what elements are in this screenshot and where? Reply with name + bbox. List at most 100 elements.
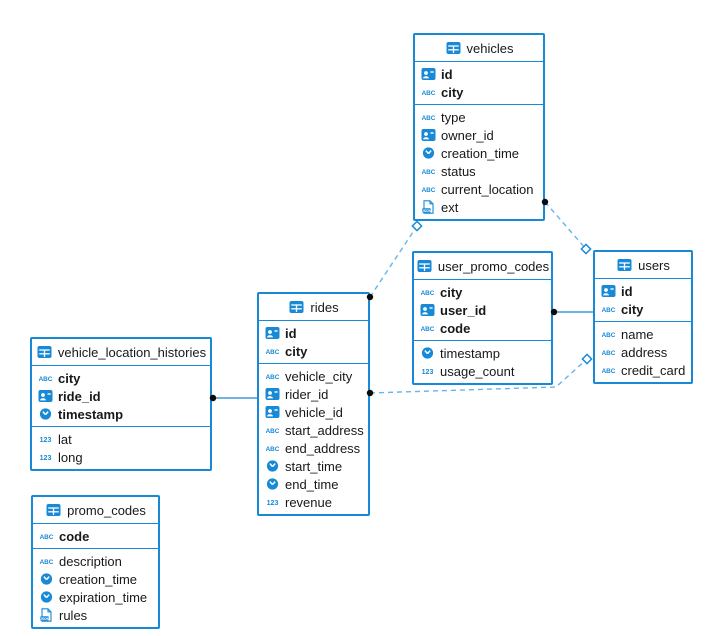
id-badge-icon [420,67,437,81]
column-label: long [58,449,83,465]
id-badge-icon [420,128,437,142]
table-name: rides [310,299,339,315]
abc-icon: ABC [264,441,281,455]
column-label: ride_id [58,388,101,404]
column-label: id [621,283,633,299]
column-label: city [58,370,81,386]
column-vehicles-owner_id[interactable]: owner_id [415,126,543,144]
table-header-vehicle_location_histories[interactable]: vehicle_location_histories [32,339,210,366]
column-user_promo_codes-city[interactable]: ABC city [414,283,551,301]
column-rides-city[interactable]: ABC city [259,342,368,360]
column-label: city [440,284,463,300]
column-promo_codes-expiration_time[interactable]: expiration_time [33,588,158,606]
id-badge-icon [264,405,281,419]
clock-icon [37,407,54,421]
column-label: status [441,163,476,179]
column-rides-vehicle_id[interactable]: vehicle_id [259,403,368,421]
table-name: vehicles [466,40,514,56]
table-name: vehicle_location_histories [57,344,207,360]
column-label: end_address [285,440,361,456]
column-rides-start_time[interactable]: start_time [259,457,368,475]
column-label: owner_id [441,127,494,143]
column-label: usage_count [440,363,515,379]
clock-icon [38,590,55,604]
column-vehicles-id[interactable]: id [415,65,543,83]
column-user_promo_codes-user_id[interactable]: user_id [414,301,551,319]
abc-icon: ABC [264,344,281,358]
table-header-users[interactable]: users [595,252,691,279]
column-label: creation_time [59,571,138,587]
column-vehicle_location_histories-lat[interactable]: 123 lat [32,430,210,448]
column-rides-id[interactable]: id [259,324,368,342]
column-rides-end_address[interactable]: ABC end_address [259,439,368,457]
table-grid-icon [45,503,62,517]
table-vehicle_location_histories[interactable]: vehicle_location_histories ABC city ride_… [30,337,212,471]
column-promo_codes-creation_time[interactable]: creation_time [33,570,158,588]
column-label: start_address [285,422,364,438]
table-header-user_promo_codes[interactable]: user_promo_codes [414,253,551,280]
abc-icon: ABC [264,369,281,383]
svg-text:ABC: ABC [422,90,436,97]
svg-text:ABC: ABC [39,376,53,383]
svg-text:JSON: JSON [422,209,432,213]
abc-icon: ABC [419,285,436,299]
svg-text:ABC: ABC [422,169,436,176]
relation-rides-vehicles[interactable] [369,225,418,298]
svg-text:ABC: ABC [266,446,280,453]
abc-icon: ABC [420,164,437,178]
column-label: city [285,343,308,359]
svg-text:ABC: ABC [602,332,616,339]
column-label: lat [58,431,72,447]
column-label: current_location [441,181,534,197]
svg-text:ABC: ABC [40,534,54,541]
table-header-promo_codes[interactable]: promo_codes [33,497,158,524]
column-vehicle_location_histories-city[interactable]: ABC city [32,369,210,387]
column-user_promo_codes-usage_count[interactable]: 123 usage_count [414,362,551,380]
abc-icon: ABC [38,529,55,543]
column-user_promo_codes-timestamp[interactable]: timestamp [414,344,551,362]
abc-icon: ABC [420,110,437,124]
clock-icon [38,572,55,586]
column-vehicles-creation_time[interactable]: creation_time [415,144,543,162]
table-header-rides[interactable]: rides [259,294,368,321]
column-rides-start_address[interactable]: ABC start_address [259,421,368,439]
column-vehicles-status[interactable]: ABC status [415,162,543,180]
column-rides-end_time[interactable]: end_time [259,475,368,493]
column-rides-rider_id[interactable]: rider_id [259,385,368,403]
column-users-id[interactable]: id [595,282,691,300]
column-vehicle_location_histories-ride_id[interactable]: ride_id [32,387,210,405]
svg-text:ABC: ABC [602,350,616,357]
table-header-vehicles[interactable]: vehicles [415,35,543,62]
123-icon: 123 [419,364,436,378]
column-vehicle_location_histories-timestamp[interactable]: timestamp [32,405,210,423]
abc-icon: ABC [600,345,617,359]
column-label: id [285,325,297,341]
abc-icon: ABC [264,423,281,437]
svg-text:123: 123 [40,437,52,444]
id-badge-icon [264,326,281,340]
relation-vehicles-users[interactable] [544,201,587,250]
